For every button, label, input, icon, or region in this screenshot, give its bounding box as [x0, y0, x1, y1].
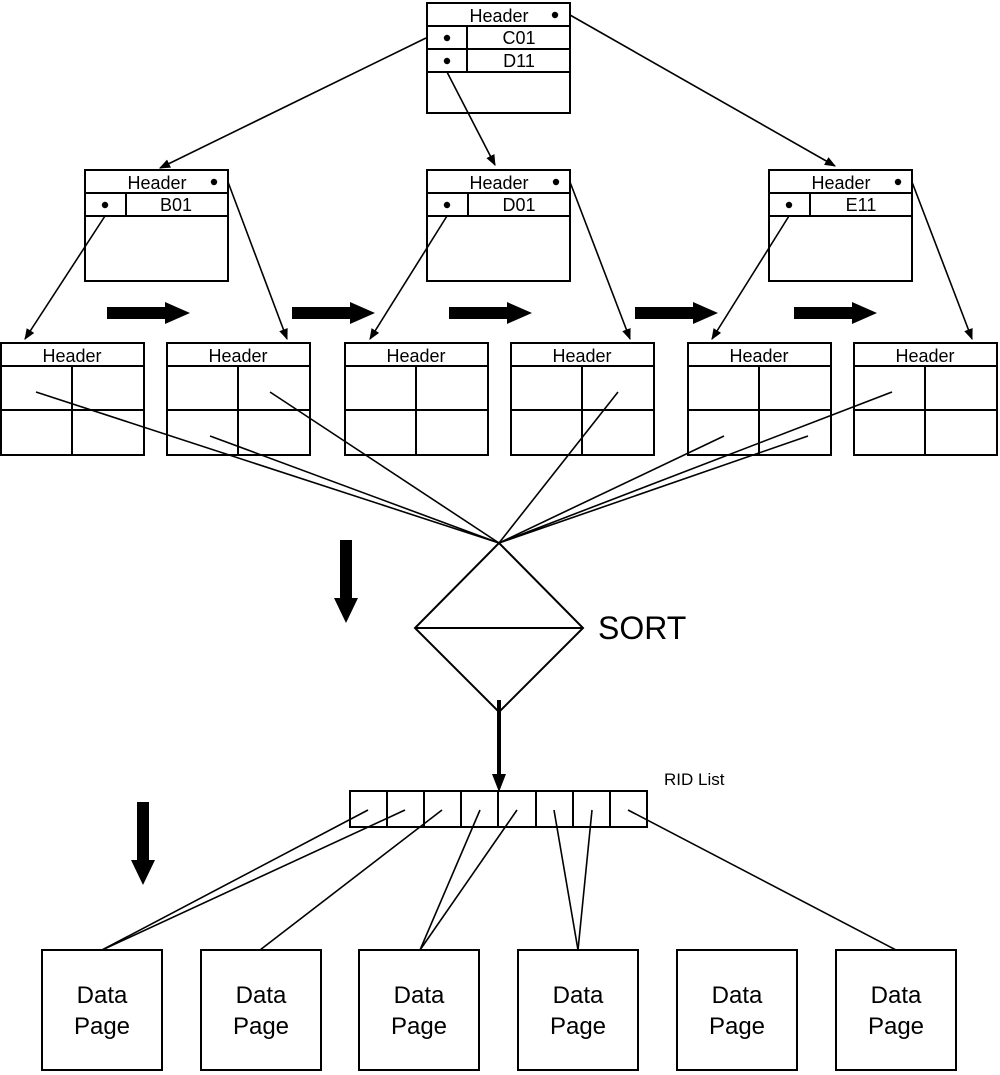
data-page: Data Page: [358, 949, 480, 1071]
data-page: Data Page: [41, 949, 163, 1071]
nonleaf-header-pointer-dot: [210, 178, 218, 186]
data-page-label: Data: [871, 982, 922, 1009]
nonleaf-header-label: Header: [127, 173, 186, 193]
nonleaf-page: Header B01: [84, 169, 229, 282]
rid-list: [349, 790, 648, 828]
data-page-label: Data: [236, 982, 287, 1009]
data-page: Data Page: [200, 949, 322, 1071]
sort-label: SORT: [598, 610, 686, 646]
root-to-nonleaf-arrow: [569, 14, 836, 167]
nonleaf-key: D01: [502, 195, 535, 215]
data-page-label: Data: [712, 982, 763, 1009]
nonleaf-key: B01: [160, 195, 192, 215]
leaf-chain-arrow: [794, 302, 877, 324]
nonleaf-key: E11: [846, 195, 877, 215]
data-page-label: Page: [391, 1013, 447, 1040]
root-to-nonleaf-arrow: [446, 71, 496, 166]
root-key: C01: [502, 28, 535, 48]
data-page-label: Page: [233, 1013, 289, 1040]
leaf-page: Header: [166, 342, 311, 456]
data-page: Data Page: [517, 949, 639, 1071]
root-header-pointer-dot: [551, 11, 559, 19]
leaf-page: Header: [853, 342, 998, 456]
root-to-nonleaf-arrow: [158, 37, 427, 169]
nonleaf-pointer-dot: [443, 201, 451, 209]
leaf-header-label: Header: [42, 346, 101, 366]
data-page-label: Page: [709, 1013, 765, 1040]
root-header-label: Header: [469, 6, 528, 26]
leaf-header-label: Header: [895, 346, 954, 366]
nonleaf-to-leaf-arrow: [711, 215, 790, 340]
data-page: Data Page: [676, 949, 798, 1071]
sort-diamond: [413, 541, 585, 714]
leaf-header-label: Header: [552, 346, 611, 366]
nonleaf-to-leaf-arrow: [369, 215, 448, 340]
nonleaf-page: Header E11: [768, 169, 913, 282]
leaf-chain-arrow: [292, 302, 375, 324]
data-page: Data Page: [835, 949, 957, 1071]
leaf-page: Header: [687, 342, 832, 456]
leaf-page: Header: [0, 342, 145, 456]
leaf-chain-arrow: [107, 302, 190, 324]
down-flow-arrow: [334, 540, 358, 623]
root-pointer-dot: [443, 34, 451, 42]
nonleaf-header-label: Header: [811, 173, 870, 193]
nonleaf-header-pointer-dot: [552, 178, 560, 186]
data-page-label: Data: [77, 982, 128, 1009]
nonleaf-to-leaf-arrow: [911, 181, 973, 341]
leaf-chain-arrow: [635, 302, 718, 324]
data-page-label: Page: [550, 1013, 606, 1040]
nonleaf-to-leaf-arrow: [569, 181, 631, 341]
root-page: Header C01 D11: [426, 2, 571, 114]
sort-to-rid-arrow: [492, 700, 506, 792]
data-page-label: Page: [868, 1013, 924, 1040]
leaf-header-label: Header: [729, 346, 788, 366]
nonleaf-header-pointer-dot: [894, 178, 902, 186]
rid-list-label: RID List: [664, 770, 725, 789]
nonleaf-page: Header D01: [426, 169, 571, 282]
nonleaf-pointer-dot: [785, 201, 793, 209]
root-pointer-dot: [443, 57, 451, 65]
down-flow-arrow: [131, 802, 155, 885]
data-page-label: Page: [74, 1013, 130, 1040]
nonleaf-pointer-dot: [101, 201, 109, 209]
rid-lines-to-sort: [35, 391, 893, 544]
leaf-page: Header: [344, 342, 489, 456]
root-page-box: [426, 2, 571, 114]
leaf-header-label: Header: [208, 346, 267, 366]
leaf-header-label: Header: [386, 346, 445, 366]
rid-to-data-page-lines: [101, 809, 897, 951]
leaf-chain-arrow: [449, 302, 532, 324]
nonleaf-to-leaf-arrow: [24, 215, 106, 340]
root-key: D11: [503, 51, 535, 71]
nonleaf-to-leaf-arrow: [227, 181, 288, 341]
data-page-label: Data: [553, 982, 604, 1009]
data-page-label: Data: [394, 982, 445, 1009]
nonleaf-header-label: Header: [469, 173, 528, 193]
